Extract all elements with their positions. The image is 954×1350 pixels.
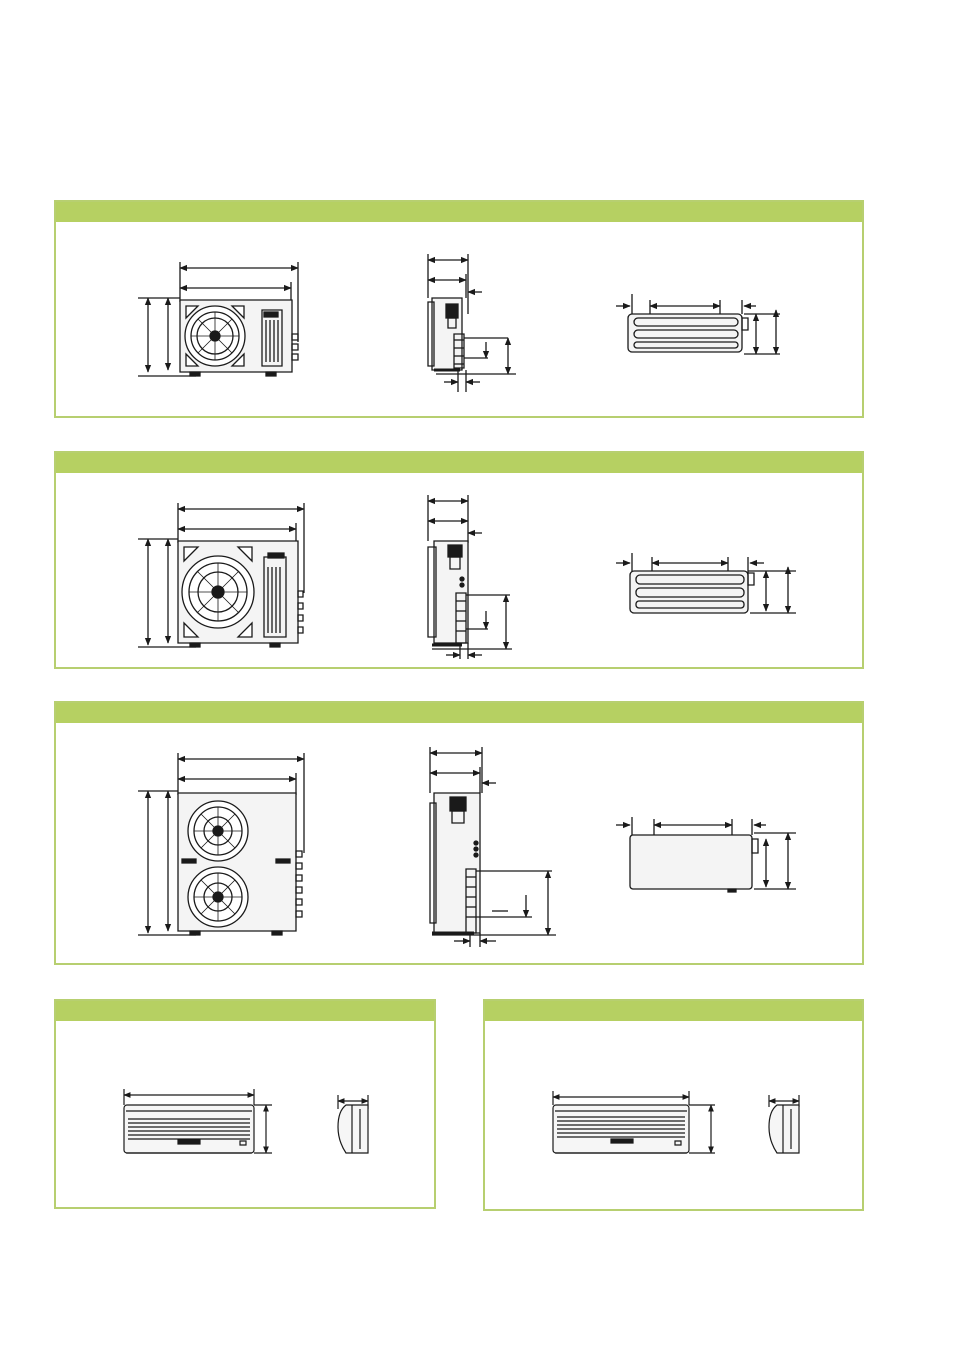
panel-header-bar [56, 703, 862, 723]
panel-indoor-unit-b [483, 999, 864, 1211]
side-view [427, 495, 512, 659]
side-view [337, 1095, 369, 1153]
panel-outdoor-unit-small [54, 200, 864, 418]
side-view [429, 747, 556, 947]
diagram-outdoor-unit-large [56, 703, 866, 967]
top-view [616, 294, 780, 355]
panel-header-bar [485, 1001, 862, 1021]
front-view [138, 503, 305, 647]
front-view [138, 753, 305, 935]
panel-indoor-unit-a [54, 999, 436, 1209]
front-view [138, 262, 299, 376]
diagram-outdoor-unit-medium [56, 453, 866, 671]
front-view [552, 1091, 715, 1154]
panel-header-bar [56, 202, 862, 222]
diagram-outdoor-unit-small [56, 202, 866, 420]
diagram-indoor-unit-a [123, 1001, 369, 1154]
panel-outdoor-unit-medium [54, 451, 864, 669]
diagram-indoor-unit-b [552, 1001, 800, 1154]
panel-header-bar [56, 1001, 434, 1021]
top-view [616, 817, 796, 892]
side-view [427, 254, 516, 392]
panel-outdoor-unit-large [54, 701, 864, 965]
side-view [768, 1095, 800, 1153]
top-view [616, 553, 796, 614]
panel-header-bar [56, 453, 862, 473]
front-view [123, 1089, 272, 1154]
